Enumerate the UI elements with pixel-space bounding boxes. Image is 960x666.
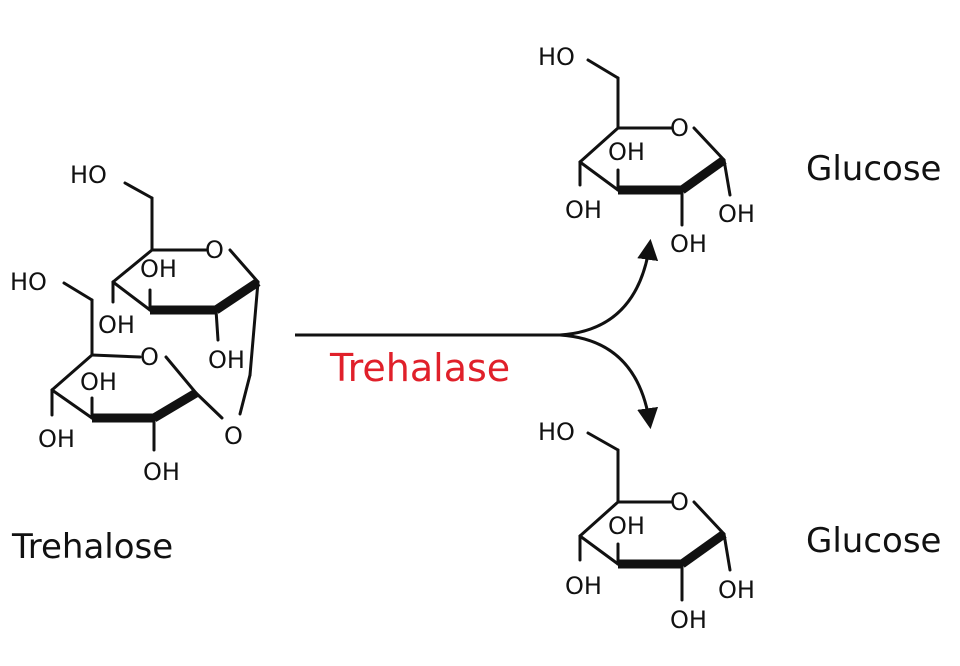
glucose-lower-label: Glucose [806, 521, 941, 561]
trehalose-molecule: HO O OH OH OH HO O OH OH OH O [10, 161, 261, 486]
glucose-upper-oh-right: OH [718, 200, 755, 228]
trehalose-upper-ring-oxygen: O [205, 236, 224, 264]
glucose-lower-oh-bottom: OH [670, 606, 707, 634]
glucose-lower-ring [578, 431, 732, 602]
glucose-upper-oh-inner: OH [608, 138, 645, 166]
glucose-lower-molecule: HO O OH OH OH OH [538, 418, 755, 634]
trehalose-glycosidic-oxygen: O [224, 422, 243, 450]
trehalose-upper-oh-right: OH [208, 346, 245, 374]
glucose-upper-oh-left: OH [565, 196, 602, 224]
trehalose-upper-oh-left: OH [98, 311, 135, 339]
trehalose-lower-ch2oh-label: HO [10, 268, 47, 296]
glucose-upper-label: Glucose [806, 149, 941, 189]
glucose-lower-ch2oh-label: HO [538, 418, 575, 446]
trehalose-lower-oh-bottom: OH [143, 458, 180, 486]
glucose-lower-oh-left: OH [565, 572, 602, 600]
glucose-lower-ring-oxygen: O [670, 488, 689, 516]
trehalose-lower-ring [50, 281, 252, 452]
enzyme-label: Trehalase [329, 346, 510, 390]
glucose-upper-molecule: HO O OH OH OH OH [538, 43, 755, 258]
arrow-to-upper-glucose [559, 238, 659, 337]
reaction-arrows [295, 238, 659, 430]
trehalose-lower-ring-oxygen: O [140, 343, 159, 371]
trehalose-lower-oh-left: OH [38, 425, 75, 453]
trehalose-upper-ring [111, 181, 261, 377]
trehalose-upper-oh-inner: OH [140, 255, 177, 283]
trehalose-lower-oh-inner: OH [80, 368, 117, 396]
glucose-upper-ring-oxygen: O [670, 114, 689, 142]
arrow-to-lower-glucose [559, 333, 659, 430]
glucose-upper-oh-bottom: OH [670, 230, 707, 258]
glucose-upper-ring [578, 58, 732, 227]
glucose-lower-oh-inner: OH [608, 512, 645, 540]
trehalose-label: Trehalose [11, 527, 173, 567]
glucose-upper-ch2oh-label: HO [538, 43, 575, 71]
trehalose-upper-ch2oh-label: HO [70, 161, 107, 189]
glucose-lower-oh-right: OH [718, 576, 755, 604]
